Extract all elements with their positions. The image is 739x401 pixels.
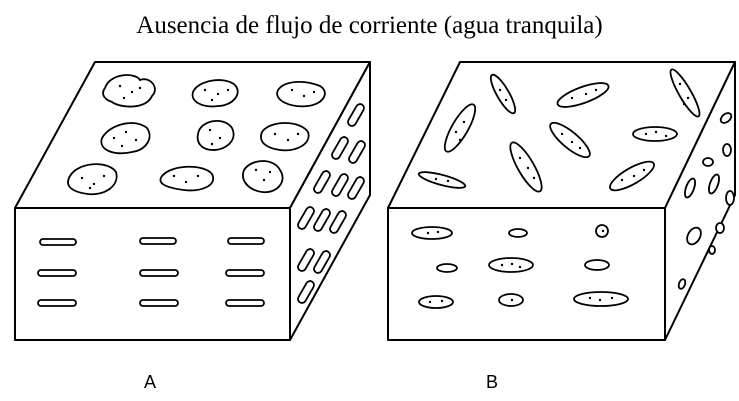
grain (297, 248, 315, 272)
grain (669, 68, 701, 118)
panel-label-b: B (486, 372, 499, 392)
grain (418, 295, 454, 309)
grain (297, 280, 315, 304)
grain (191, 79, 239, 108)
grain (708, 173, 720, 195)
grain (276, 81, 326, 108)
grain (347, 103, 365, 127)
grain (508, 228, 528, 238)
block-b (387, 61, 736, 341)
grain (37, 299, 77, 307)
grain (67, 163, 118, 196)
grain (159, 165, 215, 192)
grain (509, 141, 543, 193)
block-a (14, 61, 371, 341)
grain (443, 103, 477, 153)
block-b-front-grains (411, 224, 629, 309)
grain (708, 245, 716, 255)
grain (488, 257, 534, 273)
grain (260, 122, 310, 152)
grain (39, 238, 77, 246)
grain (719, 112, 733, 124)
panel-label-a: A (144, 372, 157, 392)
block-a-side-grains (297, 103, 366, 304)
grain (225, 299, 265, 307)
grain (489, 73, 517, 115)
grain (313, 170, 331, 194)
grain (139, 237, 177, 245)
grain (331, 136, 349, 160)
block-a-front-grains (37, 237, 265, 307)
grain (37, 269, 77, 277)
grain (584, 259, 610, 271)
grain (684, 177, 696, 199)
block-b-front-face (387, 207, 666, 341)
grain (331, 173, 349, 197)
grain (417, 171, 467, 189)
grain (609, 160, 655, 192)
grain (411, 226, 453, 240)
block-b-top-grains (417, 68, 701, 193)
block-b-side-grains (677, 112, 735, 290)
block-a-top-grains (67, 74, 326, 196)
grain (196, 120, 235, 151)
grain (313, 250, 331, 274)
diagram-title: Ausencia de flujo de corriente (agua tra… (136, 12, 603, 39)
grain (722, 143, 732, 157)
grain (242, 160, 284, 194)
grain (677, 278, 687, 290)
grain (715, 222, 725, 234)
grain (227, 237, 265, 245)
grain (686, 226, 702, 246)
grain (225, 269, 265, 277)
grain (329, 210, 347, 234)
grain (632, 126, 678, 142)
grain (347, 176, 365, 200)
grain (348, 140, 366, 164)
grain (139, 299, 179, 307)
grain (297, 206, 315, 230)
grain (702, 157, 714, 167)
grain (102, 74, 156, 108)
grain (725, 190, 735, 206)
grain (139, 269, 179, 277)
grain (313, 208, 331, 232)
grain (573, 291, 629, 307)
grain (100, 122, 151, 155)
grain (436, 263, 458, 273)
